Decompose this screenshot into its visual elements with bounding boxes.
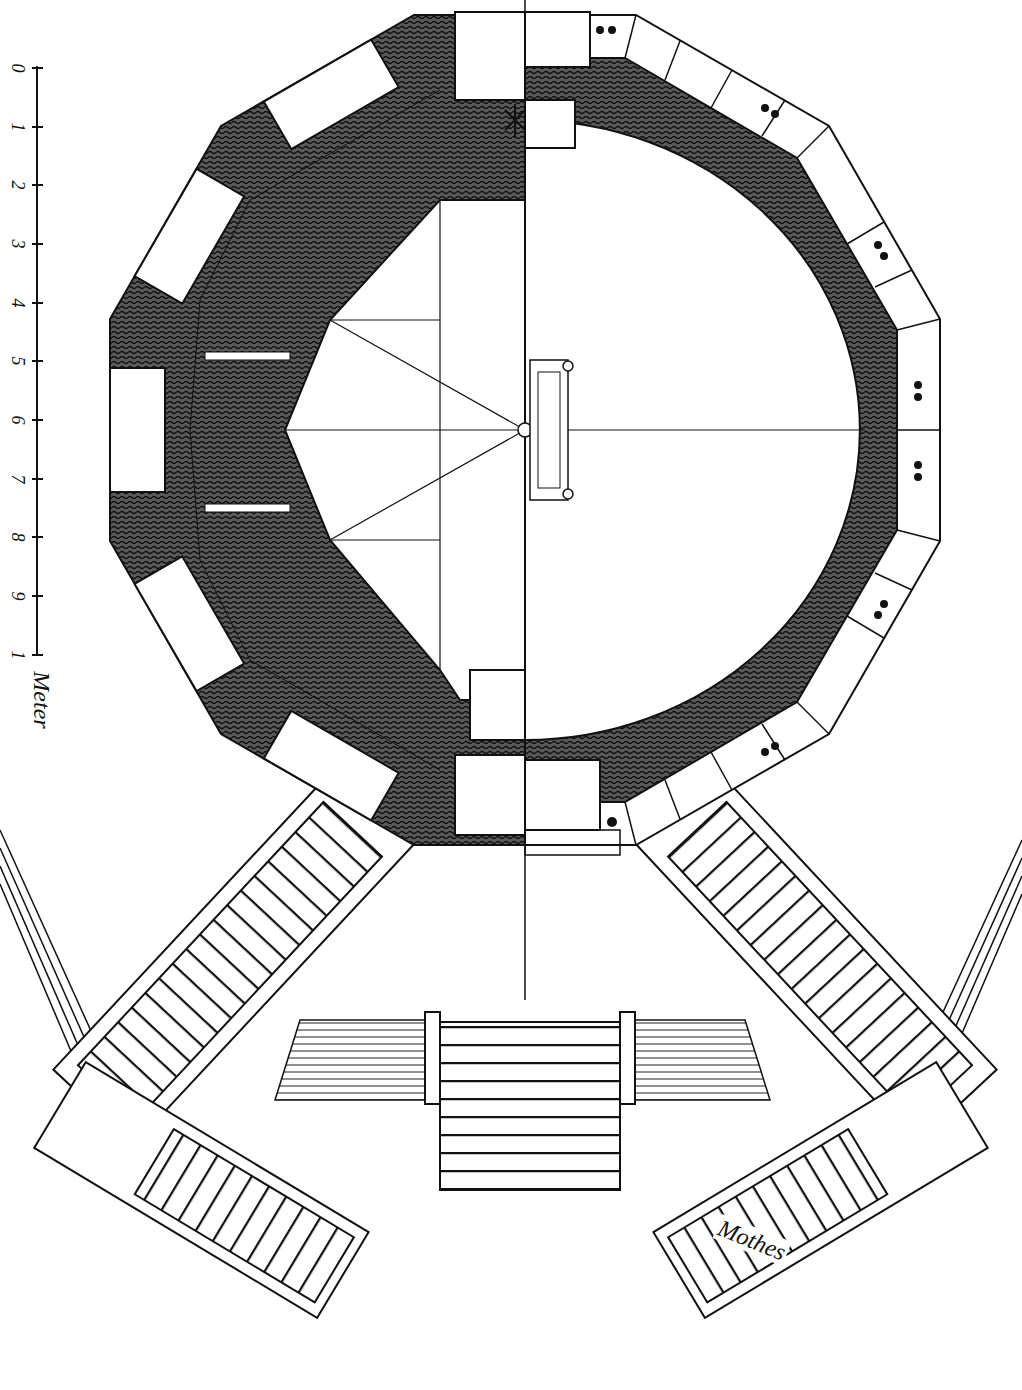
scale-bar	[32, 66, 43, 656]
scale-number: 5	[8, 355, 28, 368]
scale-number: 6	[8, 414, 28, 427]
scale-unit: Meter	[29, 669, 55, 730]
tower-left-half	[110, 12, 525, 845]
scale-number: 2	[8, 179, 28, 192]
scale-number: 4	[8, 297, 28, 310]
scale-number: 7	[8, 473, 28, 486]
scale-number: 0	[8, 62, 28, 75]
scale-number: 1	[8, 649, 28, 662]
tower-right-half	[505, 12, 940, 855]
scale-number: 3	[8, 238, 28, 251]
scale-number: 1	[8, 121, 28, 134]
signature: Mothes	[713, 1214, 792, 1266]
scale-number: 8	[8, 531, 28, 544]
axis-lines	[285, 0, 865, 1000]
scale-number: 9	[8, 590, 28, 603]
